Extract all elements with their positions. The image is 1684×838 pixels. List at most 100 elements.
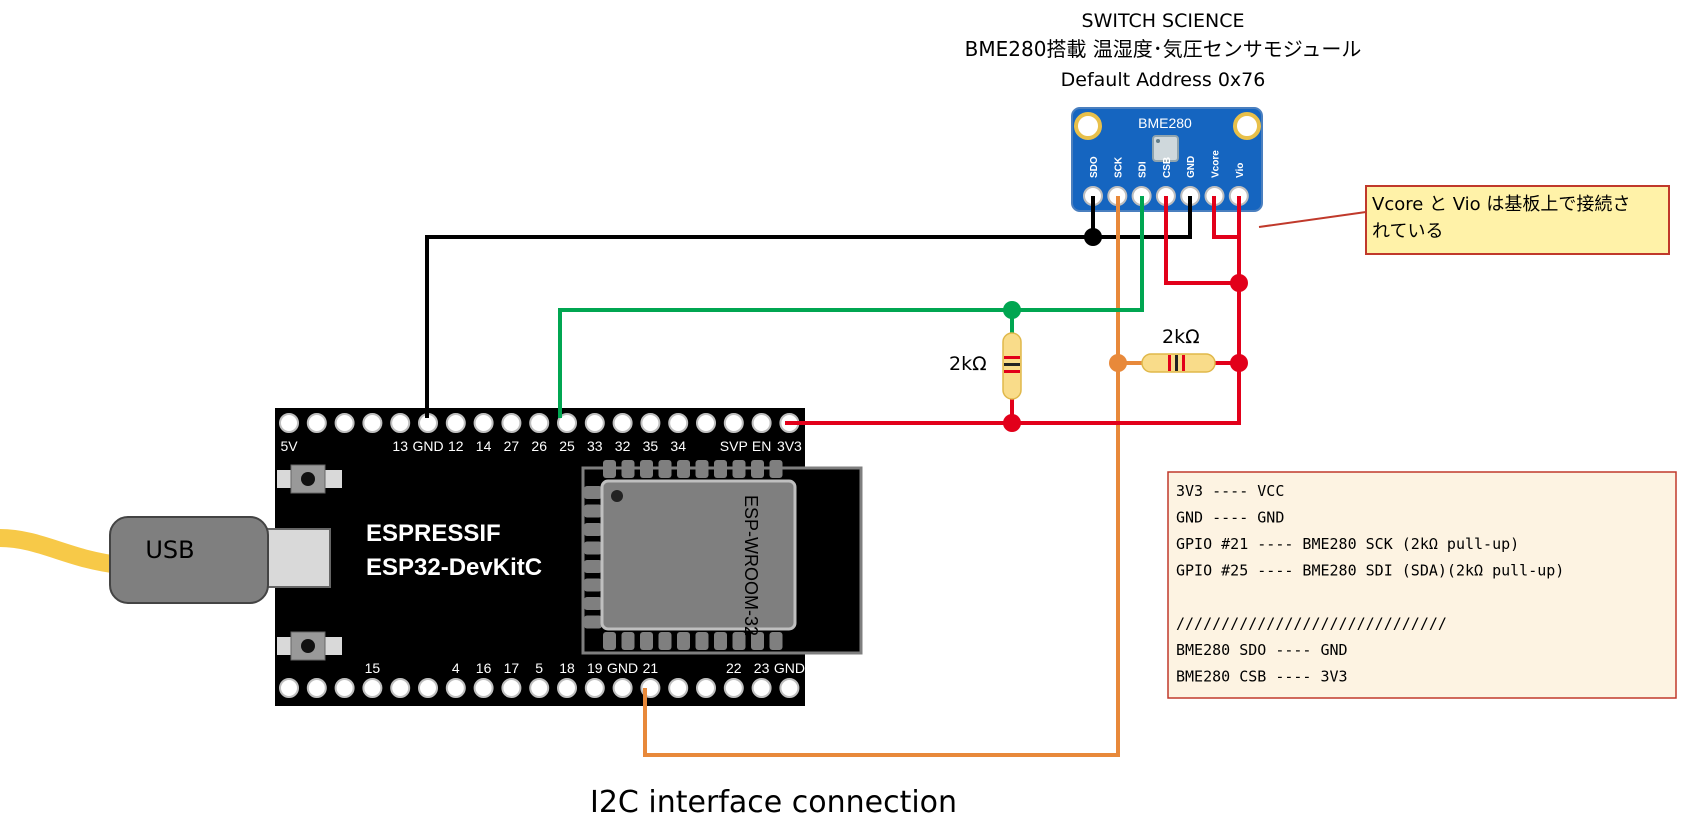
top-pin-label: 33: [587, 438, 603, 454]
wroom-pad: [640, 460, 653, 478]
resistor-r2: [1141, 353, 1216, 373]
csb-junction: [1230, 274, 1248, 292]
bottom-pin-label: 4: [452, 660, 460, 676]
header-pin: [334, 413, 355, 433]
header-pin: [751, 678, 772, 698]
header-pin: [640, 413, 661, 433]
top-pin-label: SVP: [720, 438, 748, 454]
connection-line: GPIO #21 ---- BME280 SCK (2kΩ pull-up): [1176, 535, 1519, 553]
wroom-pad: [751, 632, 764, 650]
wroom-pad: [714, 460, 727, 478]
note-line1: Vcore と Vio は基板上で接続さ: [1372, 194, 1630, 215]
r2-junction: [1230, 354, 1248, 372]
wroom-pad: [584, 541, 602, 555]
top-pin-label: 13: [392, 438, 408, 454]
wroom-pad: [677, 460, 690, 478]
top-pin-label: EN: [752, 438, 771, 454]
header-pin: [557, 678, 577, 698]
product-label: BME280搭載 温湿度･気圧センサモジュール: [965, 37, 1362, 61]
wroom-pad: [603, 460, 616, 478]
wroom-pad: [677, 632, 690, 650]
usb-plug: [109, 516, 269, 604]
bme280-label: BME280: [1138, 115, 1192, 131]
en-button-cap: [301, 472, 315, 486]
wroom-pad: [658, 632, 672, 650]
header-pin: [612, 678, 633, 698]
bottom-pin-label: GND: [607, 660, 638, 676]
bottom-pin-label: 18: [559, 660, 575, 676]
connection-table: [1167, 471, 1677, 699]
wroom-pad: [584, 560, 602, 573]
wire-csb: [1164, 196, 1239, 285]
bottom-pin-label: 16: [476, 660, 492, 676]
header-pin: [501, 678, 522, 698]
header-pin: [306, 678, 327, 698]
note-line2: れている: [1372, 221, 1443, 242]
usb-cable: [0, 529, 129, 574]
header-pin: [584, 678, 605, 698]
header-pin: [668, 413, 689, 433]
bottom-pin-label: 19: [587, 660, 603, 676]
mount-hole-right: [1233, 112, 1261, 140]
wroom-pads-top: [603, 460, 783, 478]
header-pin: [668, 678, 689, 698]
header-pin: [557, 413, 577, 433]
top-pin-label: 26: [531, 438, 547, 454]
header-pin: [306, 413, 327, 433]
header-pin: [473, 413, 494, 433]
top-pin-label: 27: [504, 438, 520, 454]
header-pin: [779, 678, 800, 698]
header-pin: [501, 413, 522, 433]
wroom-pads-bottom: [603, 632, 783, 650]
gnd-junction: [1084, 228, 1102, 246]
header-pin: [529, 413, 550, 433]
caption: I2C interface connection: [590, 785, 957, 820]
top-pin-label: 32: [615, 438, 631, 454]
header-pin: [390, 413, 411, 433]
top-pin-label: GND: [412, 438, 443, 454]
wroom-pad: [751, 460, 764, 478]
wire-gnd: [425, 235, 1093, 418]
connection-line: BME280 CSB ---- 3V3: [1176, 668, 1348, 686]
wroom-pads-left: [584, 486, 602, 629]
wroom-pad: [584, 597, 602, 610]
wroom-pad: [584, 523, 602, 536]
r2-value: 2kΩ: [1162, 326, 1200, 348]
address-label: Default Address 0x76: [1061, 69, 1266, 91]
header-pin: [445, 413, 466, 433]
connection-line: BME280 SDO ---- GND: [1176, 641, 1348, 659]
brand-label: ESPRESSIF: [366, 520, 501, 547]
mount-hole-left: [1074, 112, 1102, 140]
note-box: [1365, 185, 1670, 255]
header-pin: [362, 678, 383, 698]
header-pin: [334, 678, 355, 698]
wroom-pad: [584, 615, 602, 629]
wroom-pad: [603, 632, 616, 650]
top-pin-label: 14: [476, 438, 492, 454]
header-pin: [696, 678, 716, 698]
header-pin: [445, 678, 466, 698]
connection-line: //////////////////////////////: [1176, 615, 1447, 633]
bme-pin-label: Vcore: [1211, 150, 1222, 178]
bottom-pin-label: 22: [726, 660, 742, 676]
wroom-pad: [695, 632, 709, 650]
header-pin: [390, 678, 411, 698]
header-pin: [279, 678, 299, 698]
bottom-pin-label: 23: [754, 660, 770, 676]
r1-junction: [1003, 414, 1021, 432]
wroom-pad: [732, 460, 746, 478]
wire-bme-gnd: [1093, 196, 1192, 239]
bottom-pin-label: 21: [643, 660, 659, 676]
top-pin-label: 35: [643, 438, 659, 454]
wroom-pad: [584, 578, 602, 592]
usb-label: USB: [145, 536, 194, 564]
resistor-r1: [1002, 332, 1022, 400]
wire-sck: [643, 196, 1120, 757]
wroom-pad: [621, 632, 635, 650]
wroom-pad: [621, 460, 635, 478]
wroom-pad: [695, 460, 709, 478]
note-leader: [1258, 211, 1367, 228]
module-label: ESP-WROOM-32: [741, 495, 761, 636]
